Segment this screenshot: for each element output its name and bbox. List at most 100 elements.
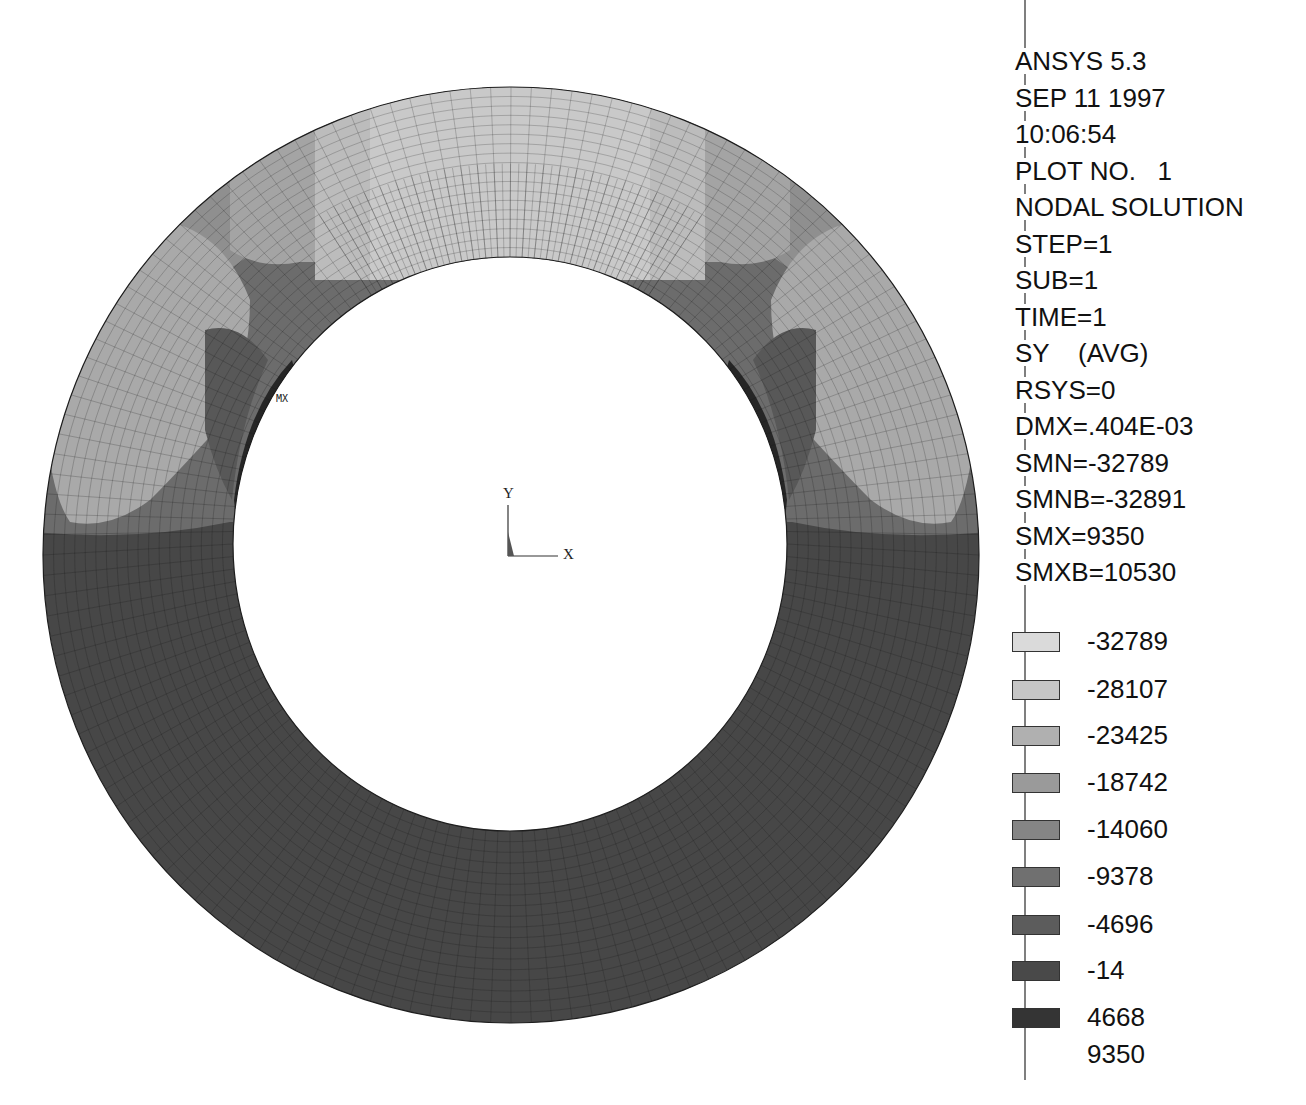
- mesh-line: [65, 414, 246, 457]
- contour-band: [370, 0, 650, 280]
- plot-info: PLOT NO. 1: [1013, 158, 1174, 184]
- mesh-line: [599, 184, 633, 272]
- mesh-line: [783, 474, 972, 494]
- legend-value: -18742: [1085, 769, 1170, 795]
- mesh-line: [528, 164, 535, 257]
- mesh-line: [534, 830, 552, 1021]
- mesh-line: [638, 140, 727, 290]
- legend-swatch: [1012, 961, 1060, 981]
- plot-info: ANSYS 5.3: [1013, 48, 1149, 74]
- mesh-line: [770, 395, 950, 446]
- legend-value: 9350: [1085, 1041, 1147, 1067]
- mesh-line: [180, 224, 314, 341]
- mesh-line: [166, 738, 306, 871]
- mesh-line: [516, 164, 519, 257]
- mesh-line: [540, 166, 552, 259]
- mesh-line: [546, 167, 560, 260]
- mesh-line: [730, 719, 883, 840]
- mesh-line: [334, 207, 382, 289]
- mesh-line: [71, 642, 249, 715]
- ring-outline: [43, 87, 979, 1023]
- mesh-line: [195, 756, 323, 900]
- mesh-line: [50, 594, 237, 636]
- mesh-line: [295, 140, 382, 290]
- mesh-line: [96, 677, 264, 772]
- mesh-line: [47, 494, 235, 507]
- mesh-line: [452, 168, 467, 260]
- mesh-line: [420, 175, 444, 266]
- mesh-line: [444, 169, 462, 261]
- mesh-line: [627, 804, 709, 979]
- mesh-line: [570, 98, 612, 264]
- mesh-line: [558, 94, 592, 261]
- mesh-line: [396, 181, 427, 270]
- plot-info: RSYS=0: [1013, 377, 1117, 403]
- mesh-line: [761, 665, 935, 752]
- plot-info: TIME=1: [1013, 304, 1109, 330]
- mesh-line: [787, 544, 979, 555]
- contour-band: [315, 0, 705, 280]
- mesh-line: [714, 738, 856, 871]
- mesh-line: [277, 793, 372, 961]
- mesh-line: [688, 196, 812, 324]
- mesh-line: [780, 606, 967, 656]
- axis-label: Y: [503, 486, 514, 501]
- mesh-line: [737, 709, 894, 824]
- mesh-line: [688, 764, 812, 914]
- mesh-line: [552, 168, 569, 260]
- mesh-line: [722, 728, 869, 855]
- mesh-line: [470, 89, 486, 258]
- mesh-line: [761, 357, 935, 422]
- mesh-line: [785, 581, 975, 616]
- mesh-line: [470, 830, 486, 1021]
- mesh-line: [546, 91, 572, 259]
- mesh-line: [649, 793, 746, 961]
- mesh-line: [96, 134, 926, 969]
- legend-value: -4696: [1085, 911, 1156, 937]
- mesh-line: [85, 125, 936, 981]
- mesh-line: [582, 177, 610, 267]
- axis-triad: [508, 505, 558, 556]
- mesh-line: [106, 144, 915, 959]
- mesh-line: [430, 94, 462, 261]
- mesh-line: [436, 171, 456, 263]
- mesh-line: [770, 642, 950, 715]
- mesh-line: [243, 172, 352, 309]
- mesh-line: [149, 181, 873, 916]
- plot-info: SEP 11 1997: [1013, 85, 1168, 111]
- mesh-line: [430, 827, 462, 1016]
- mesh-line: [43, 531, 233, 534]
- mesh-line: [75, 115, 947, 991]
- mesh-line: [750, 321, 916, 401]
- mesh-line: [327, 211, 377, 292]
- mesh-line: [659, 786, 763, 950]
- mesh-line: [679, 772, 796, 927]
- mesh-line: [534, 89, 552, 258]
- mesh-line: [106, 321, 270, 401]
- plot-info: SUB=1: [1013, 267, 1100, 293]
- plot-info: SMXB=10530: [1013, 559, 1178, 585]
- mesh-line: [79, 654, 254, 734]
- mesh-line: [195, 210, 323, 332]
- mesh-line: [313, 804, 393, 979]
- mesh-line: [744, 304, 906, 390]
- mesh-line: [380, 187, 415, 274]
- mesh-line: [722, 254, 869, 359]
- legend-swatch: [1012, 726, 1060, 746]
- legend-swatch: [1012, 820, 1060, 840]
- contour-band: [120, 0, 900, 300]
- mesh-line: [706, 224, 842, 341]
- mesh-line: [128, 287, 283, 380]
- mesh-line: [370, 818, 426, 1002]
- mesh-line: [59, 618, 242, 676]
- mesh-line: [774, 414, 957, 457]
- mesh-line: [706, 747, 842, 886]
- mesh-line: [766, 376, 943, 434]
- mesh-line: [364, 193, 404, 279]
- mesh-line: [152, 254, 297, 359]
- mesh-line: [787, 531, 979, 534]
- mesh-line: [616, 809, 690, 987]
- mesh-line: [783, 594, 972, 636]
- mesh-line: [627, 200, 672, 284]
- mesh-line: [277, 150, 372, 296]
